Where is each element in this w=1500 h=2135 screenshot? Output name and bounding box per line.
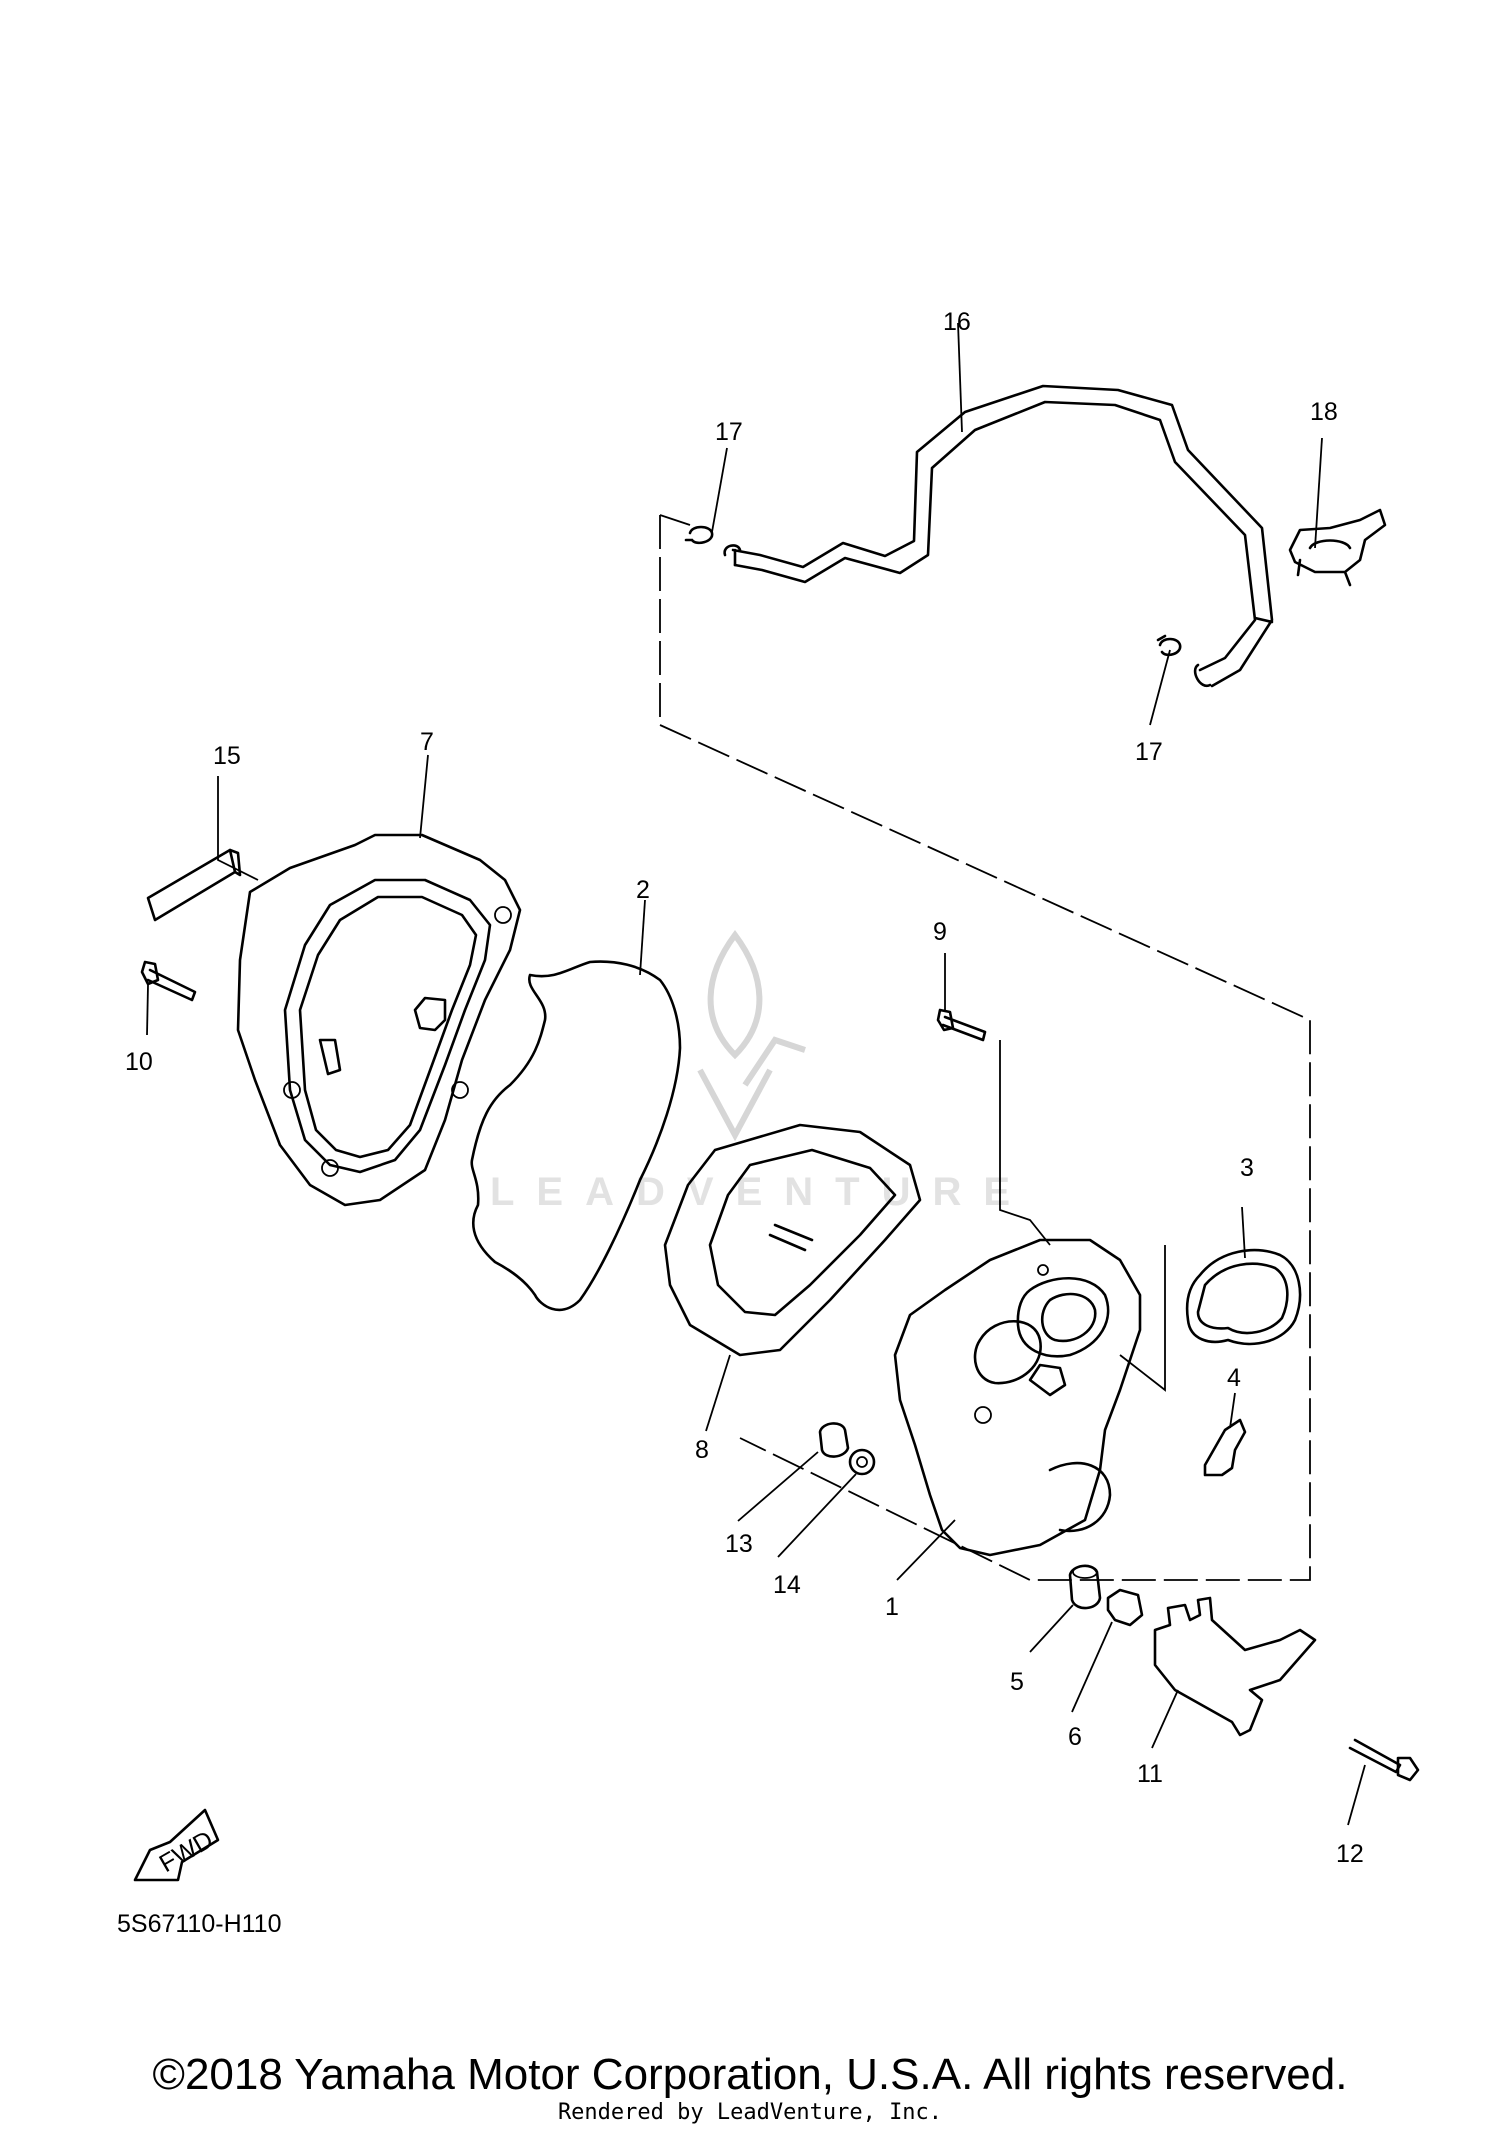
breather-hose	[723, 384, 1274, 688]
throat-seal	[1185, 1248, 1302, 1346]
callout-17-upper: 17	[715, 418, 743, 446]
case-screw	[936, 1008, 987, 1042]
callout-15: 15	[213, 742, 241, 770]
assembly-outline	[659, 515, 1311, 1581]
callout-18: 18	[1310, 398, 1338, 426]
callout-12: 12	[1336, 1840, 1364, 1868]
callout-leaders	[146, 322, 1366, 1826]
callout-5: 5	[1010, 1668, 1024, 1696]
callout-8: 8	[695, 1436, 709, 1464]
cover-bolt	[140, 960, 197, 1002]
bracket-bolt	[1348, 1738, 1420, 1782]
rendered-by-notice: Rendered by LeadVenture, Inc.	[557, 2100, 943, 2125]
air-filter-case	[893, 1238, 1142, 1557]
callout-9: 9	[933, 918, 947, 946]
hose-clamp-upper	[684, 525, 714, 545]
air-filter-element	[663, 1123, 922, 1357]
callout-7: 7	[420, 728, 434, 756]
washer	[848, 1448, 876, 1476]
assembly-guide-lines	[659, 514, 1166, 1392]
foam-seal-strip	[146, 848, 242, 922]
collar	[818, 1422, 850, 1458]
grommet-collar	[1106, 1588, 1144, 1627]
callout-16: 16	[943, 308, 971, 336]
watermark-text: LEADVENTURE	[490, 1170, 1032, 1214]
callout-3: 3	[1240, 1154, 1254, 1182]
watermark-logo	[697, 929, 806, 1142]
air-filter-case-cover	[236, 833, 522, 1207]
callout-2: 2	[636, 876, 650, 904]
callout-11: 11	[1137, 1760, 1163, 1788]
callout-1: 1	[885, 1593, 899, 1621]
callout-6: 6	[1068, 1723, 1082, 1751]
grommet	[1068, 1564, 1102, 1610]
diagram-code: 5S67110-H110	[117, 1910, 282, 1938]
fwd-label: FWD	[155, 1825, 218, 1878]
case-gasket	[470, 960, 682, 1312]
fwd-direction-arrow: FWD	[133, 1808, 220, 1882]
copyright-notice: ©2018 Yamaha Motor Corporation, U.S.A. A…	[152, 2050, 1348, 2099]
callout-10: 10	[125, 1048, 153, 1076]
callout-4: 4	[1227, 1364, 1241, 1392]
callout-14: 14	[773, 1571, 801, 1599]
callout-17-lower: 17	[1135, 738, 1163, 766]
callout-13: 13	[725, 1530, 753, 1558]
case-clip	[1203, 1418, 1247, 1477]
clamp-holder	[1288, 508, 1387, 587]
mounting-bracket	[1153, 1596, 1317, 1737]
